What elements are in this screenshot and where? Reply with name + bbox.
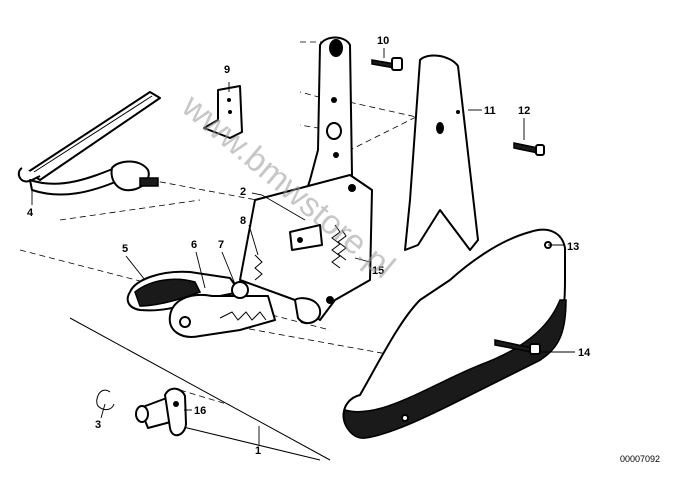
pivot-shaft xyxy=(135,387,187,437)
circlip xyxy=(96,389,115,411)
callout-3: 3 xyxy=(95,419,101,431)
callout-7: 7 xyxy=(218,239,224,251)
cable-handle-assembly xyxy=(17,91,161,196)
diagram-code: 00007092 xyxy=(620,454,660,464)
callout-16: 16 xyxy=(194,405,206,417)
callout-11: 11 xyxy=(484,105,496,117)
callout-5: 5 xyxy=(122,243,128,255)
callout-15: 15 xyxy=(372,265,384,277)
leader-lines xyxy=(31,48,575,445)
callout-9: 9 xyxy=(224,64,230,76)
callout-14: 14 xyxy=(578,347,591,359)
mechanism-plate xyxy=(239,174,373,325)
callout-1: 1 xyxy=(255,445,261,457)
top-screw xyxy=(371,57,403,71)
cover-screw xyxy=(494,339,541,355)
angle-bracket xyxy=(203,85,243,139)
callout-2: 2 xyxy=(240,186,246,198)
callout-13: 13 xyxy=(567,241,579,253)
callout-8: 8 xyxy=(240,215,246,227)
backrest-side-arm xyxy=(404,54,479,251)
right-screw xyxy=(513,142,545,156)
callout-12: 12 xyxy=(518,105,530,117)
tension-spring-plate xyxy=(331,224,347,269)
callout-4: 4 xyxy=(27,207,34,219)
callout-6: 6 xyxy=(191,239,197,251)
callout-10: 10 xyxy=(377,35,389,47)
callouts: 1 2 3 4 5 6 7 8 9 10 11 12 13 14 15 16 xyxy=(27,35,591,457)
lever-linkage xyxy=(168,254,276,338)
